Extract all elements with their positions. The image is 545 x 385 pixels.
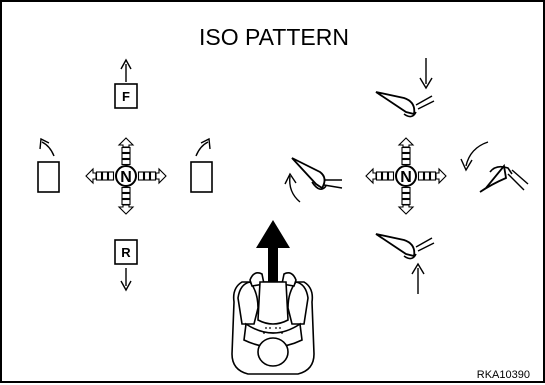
neutral-label-right: N <box>400 169 412 186</box>
pedal-foot-icon <box>375 91 416 116</box>
figure-code: RKA10390 <box>477 369 530 381</box>
pedal-foot-icon <box>375 233 416 258</box>
neutral-label-left: N <box>120 169 132 186</box>
right-indicator <box>190 137 213 193</box>
forward-label: F <box>122 89 130 104</box>
neutral-hub-left: N <box>85 137 167 215</box>
curved-arrow-up-right-icon <box>195 141 209 157</box>
reverse-box <box>114 239 138 265</box>
pedal-foot-icon <box>291 157 326 190</box>
curved-arrow-icon <box>465 141 489 167</box>
reverse-label: R <box>121 245 131 260</box>
pedal-top <box>375 58 435 118</box>
pedal-left <box>284 157 343 203</box>
right-box <box>190 161 213 193</box>
forward-direction-arrow-icon <box>256 220 290 292</box>
left-box <box>37 161 60 193</box>
pedal-right <box>460 141 529 193</box>
neutral-hub-right: N <box>365 137 447 215</box>
pedal-foot-icon <box>479 163 508 193</box>
diagram-title: ISO PATTERN <box>199 24 349 50</box>
pedal-bottom <box>375 233 435 294</box>
forward-box <box>114 83 138 109</box>
driver-direction <box>231 220 315 375</box>
left-indicator <box>37 137 60 193</box>
curved-arrow-icon <box>289 175 301 203</box>
pedal-pattern: N <box>284 58 529 294</box>
driver-seated-topdown-icon <box>231 272 315 375</box>
forward-indicator: F <box>114 58 138 109</box>
driver-detail-dots <box>263 327 283 334</box>
curved-arrow-up-left-icon <box>41 141 55 157</box>
shifter-pattern: F R <box>37 58 213 292</box>
reverse-indicator: R <box>114 239 138 292</box>
